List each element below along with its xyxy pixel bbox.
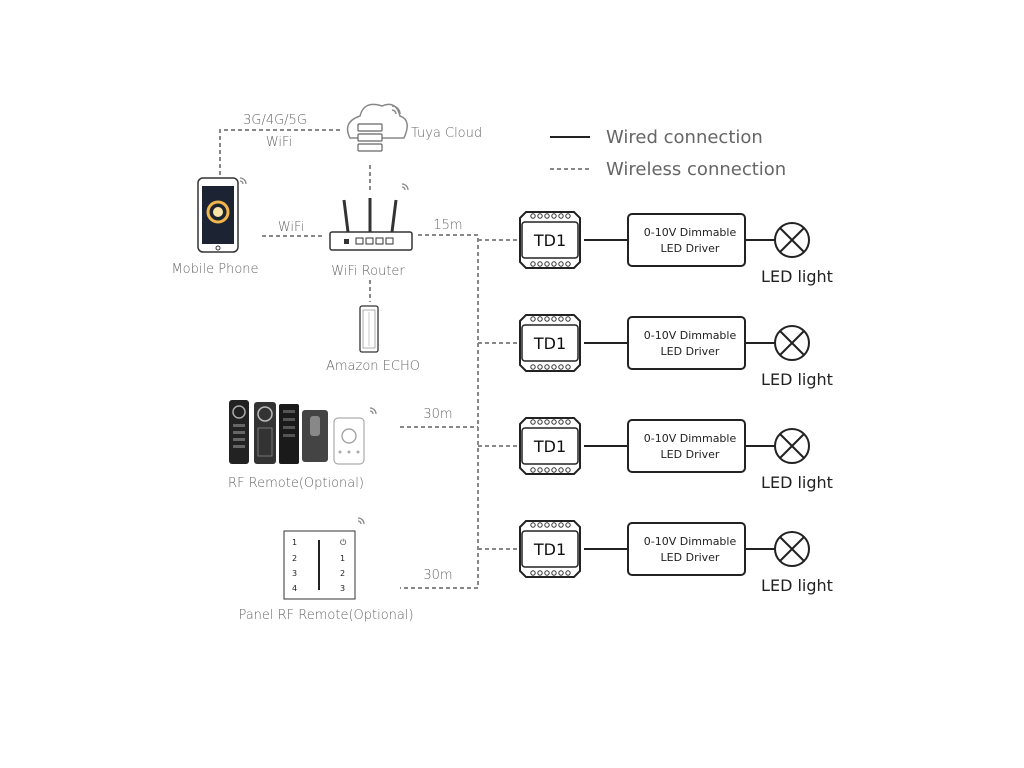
panel-key-left-3[interactable]: 3 (292, 569, 297, 578)
td1-module (519, 417, 581, 475)
panel-remote-distance-label: 30m (423, 568, 452, 583)
wifi-router-label: WiFi Router (331, 264, 405, 279)
td1-module (519, 520, 581, 578)
td1-module (519, 211, 581, 269)
phone-cloud-link (219, 129, 340, 175)
panel-key-left-1[interactable]: 1 (292, 538, 297, 547)
mobile-phone-label: Mobile Phone (171, 262, 258, 277)
legend-wireless-label: Wireless connection (606, 159, 786, 180)
driver-label-line1: 0-10V Dimmable (644, 329, 737, 342)
wireless-links (219, 129, 518, 589)
driver-label-line1: 0-10V Dimmable (644, 226, 737, 239)
panel-key-right-2[interactable]: 2 (340, 569, 345, 578)
amazon-echo-label: Amazon ECHO (326, 359, 420, 374)
driver-label-line2: LED Driver (661, 345, 720, 358)
led-driver-box (627, 213, 746, 267)
cellular-link-label: 3G/4G/5G (243, 113, 307, 128)
rf-remote-distance-label: 30m (423, 407, 452, 422)
driver-label-line2: LED Driver (661, 551, 720, 564)
phone-router-link-label: WiFi (278, 220, 304, 235)
td1-label: TD1 (533, 334, 566, 353)
td1-module (519, 314, 581, 372)
driver-label-line2: LED Driver (661, 448, 720, 461)
led-light-icon (774, 325, 810, 361)
driver-label-line1: 0-10V Dimmable (644, 535, 737, 548)
cloud-icon (346, 103, 408, 152)
panel-key-right-1[interactable]: 1 (340, 554, 345, 563)
panel-key-power[interactable]: ⏻ (340, 538, 347, 547)
led-driver-box (627, 419, 746, 473)
router-bus-link (400, 234, 479, 589)
led-light-label: LED light (761, 473, 833, 492)
rf-remote-label: RF Remote(Optional) (228, 476, 364, 491)
wifi-router-icon (329, 183, 413, 251)
driver-label-line2: LED Driver (661, 242, 720, 255)
led-light-icon (774, 428, 810, 464)
panel-remote-icon (283, 517, 365, 600)
led-light-label: LED light (761, 576, 833, 595)
panel-key-left-2[interactable]: 2 (292, 554, 297, 563)
router-distance-label: 15m (433, 218, 462, 233)
td1-label: TD1 (533, 437, 566, 456)
led-driver-box (627, 522, 746, 576)
panel-remote-label: Panel RF Remote(Optional) (238, 608, 413, 623)
panel-key-right-3[interactable]: 3 (340, 584, 345, 593)
driver-label-line1: 0-10V Dimmable (644, 432, 737, 445)
led-light-label: LED light (761, 267, 833, 286)
led-light-icon (774, 222, 810, 258)
led-light-label: LED light (761, 370, 833, 389)
cloud-label: Tuya Cloud (411, 126, 482, 141)
amazon-echo-icon (359, 305, 379, 353)
mobile-phone-icon (197, 177, 247, 253)
rf-remote-group-icon (229, 400, 377, 465)
legend: Wired connection Wireless connection (550, 127, 786, 180)
led-driver-box (627, 316, 746, 370)
wifi-link-label: WiFi (266, 135, 292, 150)
legend-wired-label: Wired connection (606, 127, 763, 148)
td1-label: TD1 (533, 540, 566, 559)
panel-key-left-4[interactable]: 4 (292, 584, 297, 593)
td1-label: TD1 (533, 231, 566, 250)
led-light-icon (774, 531, 810, 567)
